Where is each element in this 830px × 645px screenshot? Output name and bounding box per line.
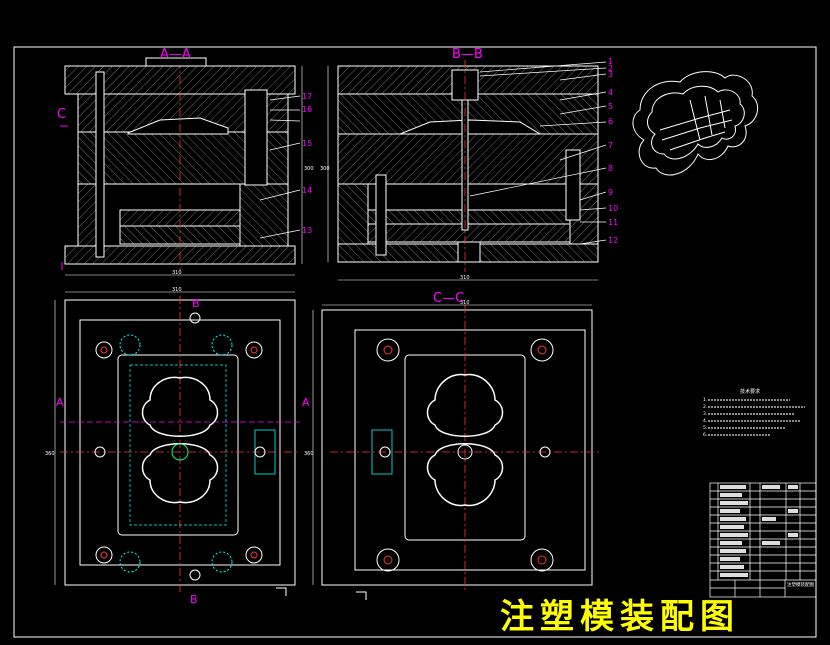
tech-requirements-title: 技术要求 (740, 388, 760, 395)
part-5: 5 (608, 102, 613, 111)
cut-c-label: C (57, 107, 66, 122)
part-9: 9 (608, 188, 613, 197)
section-a-a-title: A—A (160, 47, 191, 62)
section-c-c-title: C—C (433, 291, 464, 306)
part-11: 11 (608, 218, 618, 227)
dim-a-bottom: 310 (172, 270, 182, 276)
plan-view-c-c (321, 305, 600, 592)
part-12: 12 (608, 236, 618, 245)
tech-requirements: 技术要求 1. 2. 3. 4. 5. 6. (703, 388, 805, 438)
dim-plan1-left: 360 (45, 451, 55, 457)
section-b-b (337, 60, 599, 272)
part-2: 2 (608, 64, 613, 73)
dim-b-left: 300 (320, 166, 330, 172)
title-block-label: 注塑模装配图 (787, 581, 814, 588)
dim-a-right: 300 (304, 166, 314, 172)
part-17: 17 (302, 92, 312, 101)
drawing-title: 注塑模装配图 (500, 597, 740, 637)
title-block (709, 482, 817, 598)
part-1: 1 (608, 57, 613, 66)
section-b-b-title: B—B (452, 47, 483, 62)
plan-view-moving (60, 296, 300, 594)
cut-b-top-label: B (192, 297, 200, 310)
part-3: 3 (608, 70, 613, 79)
part-10: 10 (608, 204, 618, 213)
title-block-fill (720, 485, 798, 577)
part-13: 13 (302, 226, 312, 235)
part-7: 7 (608, 141, 613, 150)
tech-req-4: 4. (703, 418, 707, 424)
part-14: 14 (302, 186, 312, 195)
part-4: 4 (608, 88, 613, 97)
tech-req-2: 2. (703, 404, 707, 410)
tech-req-3: 3. (703, 411, 707, 417)
part-6: 6 (608, 117, 613, 126)
cut-b-bottom-label: B (190, 593, 198, 606)
part-15: 15 (302, 139, 312, 148)
section-a-a (64, 57, 296, 270)
product-view (632, 71, 759, 176)
tech-req-6: 6. (703, 432, 707, 438)
tech-req-5: 5. (703, 425, 707, 431)
cut-a-right-label: A (302, 396, 310, 409)
dim-plan2-top: 310 (460, 300, 470, 306)
dim-plan1-top: 310 (172, 287, 182, 293)
drawing-border (13, 46, 817, 638)
tech-req-1: 1. (703, 397, 707, 403)
part-8: 8 (608, 164, 613, 173)
part-16: 16 (302, 105, 312, 114)
dim-plan2-left: 360 (304, 451, 314, 457)
cut-a-left-label: A (56, 396, 64, 409)
dim-b-bottom: 310 (460, 275, 470, 281)
